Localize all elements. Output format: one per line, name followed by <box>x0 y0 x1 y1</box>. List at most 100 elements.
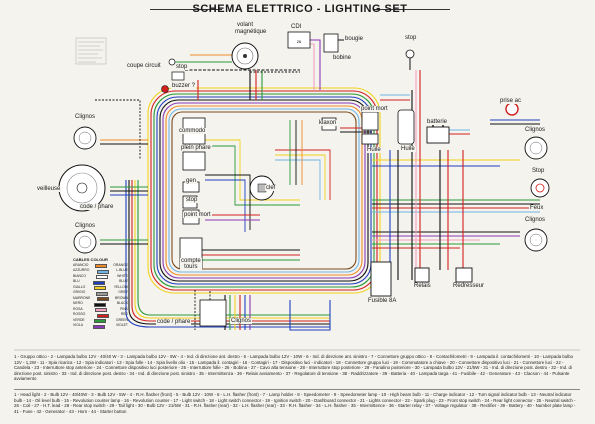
legend-swatch <box>96 269 109 274</box>
label-huile-mid: Huile <box>366 147 382 153</box>
label-klaxon: klaxon <box>318 120 338 126</box>
legend-swatch <box>95 275 108 280</box>
label-fusible: Fusible 8A <box>367 298 398 304</box>
oil-sensor <box>397 109 415 145</box>
label-gen: gen <box>185 178 198 184</box>
legend-swatch <box>95 308 108 313</box>
legend-italian: BIANCO <box>73 273 86 278</box>
label-magnetique: magnétique <box>234 29 268 35</box>
svg-text:26: 26 <box>297 39 302 44</box>
legend-english: PINK <box>120 306 128 311</box>
legend-italian: ARANCIO <box>73 262 89 267</box>
label-prise-ac: prise ac <box>499 98 523 104</box>
legend-english: GREEN <box>115 317 128 322</box>
label-stop-right: Stop <box>531 168 546 174</box>
legend-italian: BLU <box>73 279 80 284</box>
label-commodo: commodo <box>178 128 207 134</box>
legend-english: RED <box>120 312 128 317</box>
flasher-front-right <box>524 136 548 160</box>
label-stop-mid: stop <box>185 197 199 203</box>
legend-italian: GIALLO <box>73 284 86 289</box>
legend-row: ROSA PINK <box>73 307 128 313</box>
flasher-rear-right <box>524 228 548 252</box>
legend-swatch <box>97 313 110 318</box>
label-bobine: bobine <box>332 55 353 61</box>
right-switches <box>361 111 379 145</box>
legend-row: GRIGIO GREY <box>73 290 128 296</box>
caption-italian: 1 - Gruppo ottico - 2 - Lampada bulbo 12… <box>14 354 574 382</box>
flasher-front-left <box>73 126 97 150</box>
legend-italian: GRIGIO <box>73 290 86 295</box>
outer-trunks <box>100 39 540 331</box>
label-bougie: bougie <box>344 36 365 42</box>
label-clignos-bottom: Clignos <box>230 318 253 324</box>
legend-row: NERO BLACK <box>73 301 128 307</box>
relay-rectifier <box>370 261 473 297</box>
caption-english: 1 - Head light - 2 - Bulb 12V - 40/40W -… <box>14 392 576 414</box>
legend-swatch <box>93 286 106 291</box>
legend-english: YELLOW <box>113 284 128 289</box>
label-point-mort-right: point mort <box>360 106 389 112</box>
rear-stop-switch <box>405 49 415 70</box>
kill-switch <box>168 58 185 81</box>
diagram-title: SCHEMA ELETTRICO - LIGHTING SET <box>192 3 408 15</box>
label-cdi: CDI <box>290 24 303 30</box>
label-coupe-circuit: coupe circuit <box>126 63 162 69</box>
label-stop-left: stop <box>175 64 189 70</box>
legend-english: GREY <box>118 290 128 295</box>
label-feux: Feux <box>529 205 545 211</box>
legend-italian: NERO <box>73 301 83 306</box>
inner-wiring <box>95 69 372 330</box>
relay <box>414 267 430 283</box>
label-clef: clef <box>265 185 277 191</box>
label-clignos-bottom-right: Clignos <box>524 217 547 223</box>
legend-swatch <box>96 297 109 302</box>
label-batterie: batterie <box>426 119 449 125</box>
legend-italian: AZZURRO <box>73 268 90 273</box>
legend-swatch <box>94 319 107 324</box>
legend-swatch <box>93 302 106 307</box>
ac-socket <box>505 102 519 116</box>
flasher-rear-left <box>73 230 97 254</box>
label-plein-phare: plein phare <box>180 145 212 151</box>
label-volant: volant <box>236 22 255 28</box>
bottom-switch <box>199 299 227 327</box>
label-veilleuse: veilleuse <box>36 186 62 192</box>
label-clignos-top-left: Clignos <box>74 114 97 120</box>
fuse-block <box>370 261 392 297</box>
legend-row: BIANCO WHITE <box>73 274 128 280</box>
label-clignos-top-right: Clignos <box>524 127 547 133</box>
legend-english: BLACK <box>116 301 128 306</box>
legend-italian: MARRONE <box>73 295 91 300</box>
legend-english: ORANGE <box>113 262 128 267</box>
legend-row: ARANCIO ORANGE <box>73 263 128 269</box>
caption-rule <box>14 389 580 390</box>
legend-italian: ROSA <box>73 306 83 311</box>
label-code-phare-left: code / phare <box>79 204 115 210</box>
legend-row: VERDE GREEN <box>73 318 128 324</box>
title-background <box>222 2 374 16</box>
label-stop-top: stop <box>404 35 418 41</box>
label-code-phare-bottom: code / phare <box>156 319 192 325</box>
high-beam-switch <box>182 151 206 171</box>
legend-english: WHITE <box>117 273 128 278</box>
battery <box>426 123 450 144</box>
label-clignos-bottom-left: Clignos <box>74 223 97 229</box>
rectifier <box>455 267 473 283</box>
legend-italian: VERDE <box>73 317 85 322</box>
label-relais: Relais <box>413 283 432 289</box>
buzzer <box>161 85 169 93</box>
legend-row: GIALLO YELLOW <box>73 285 128 291</box>
label-huile-right: Huile <box>400 146 416 152</box>
legend-swatch <box>95 291 108 296</box>
handlebar-switches <box>179 117 206 269</box>
